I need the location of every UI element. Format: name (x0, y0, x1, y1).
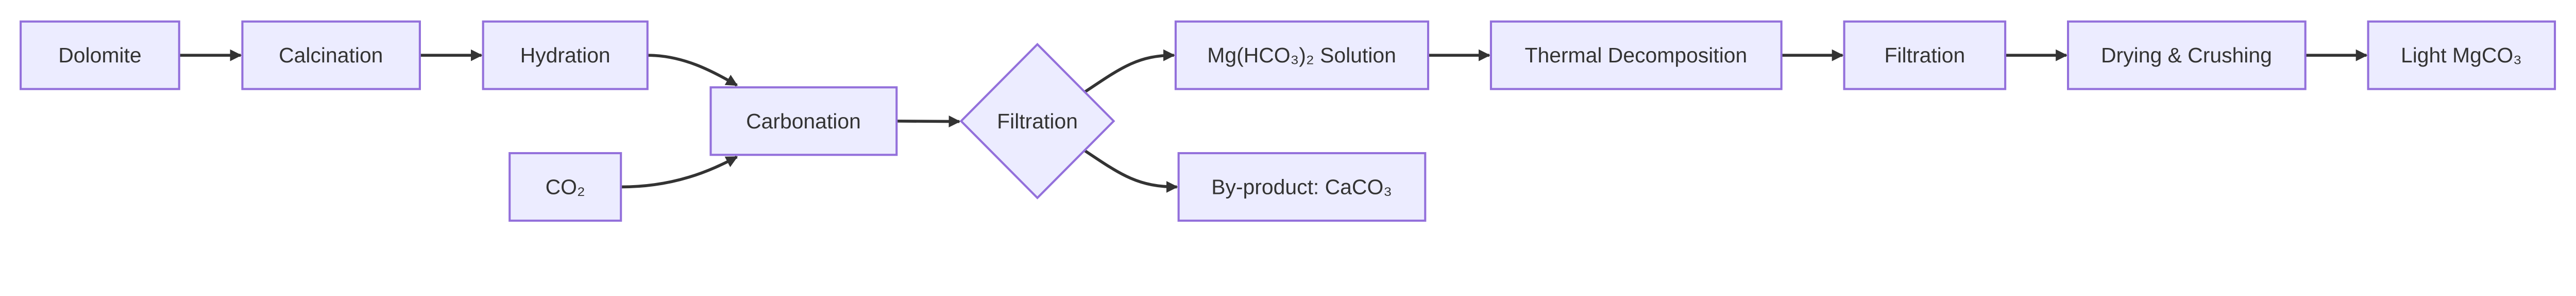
node-mg-solution: Mg(HCO₃)₂ Solution (1174, 20, 1430, 90)
node-drying-crushing: Drying & Crushing (2066, 20, 2307, 90)
node-label: Filtration (1884, 43, 1965, 67)
node-filtration-decision: Filtration (959, 43, 1115, 200)
node-light-mgco3: Light MgCO₃ (2367, 20, 2556, 90)
edge-co2-carbonation (621, 155, 738, 189)
edge-filtration-mg-solution (1083, 49, 1175, 94)
edge-filtration-byproduct (1083, 149, 1178, 193)
node-label: CO₂ (546, 175, 585, 199)
node-label: Carbonation (746, 109, 861, 133)
node-filtration: Filtration (1843, 20, 2007, 90)
node-carbonation: Carbonation (709, 86, 898, 156)
node-label: Light MgCO₃ (2401, 43, 2522, 67)
node-label: Thermal Decomposition (1524, 43, 1747, 67)
node-hydration: Hydration (482, 20, 649, 90)
node-label: By-product: CaCO₃ (1211, 175, 1392, 199)
node-co2: CO₂ (509, 152, 622, 222)
node-label: Drying & Crushing (2101, 43, 2272, 67)
edge-carbonation-filtration (896, 116, 961, 127)
node-calcination: Calcination (241, 20, 421, 90)
edge-hydration-carbonation (647, 54, 738, 87)
node-label: Hydration (520, 43, 611, 67)
node-label: Dolomite (58, 43, 141, 67)
node-thermal-decomposition: Thermal Decomposition (1489, 20, 1783, 90)
node-dolomite: Dolomite (20, 20, 180, 90)
node-byproduct: By-product: CaCO₃ (1177, 152, 1427, 222)
node-label: Calcination (279, 43, 383, 67)
flowchart: Dolomite Calcination Hydration CO₂ Carbo… (20, 20, 2556, 222)
node-label: Filtration (997, 109, 1078, 133)
node-label: Mg(HCO₃)₂ Solution (1207, 43, 1396, 67)
edges (179, 49, 2368, 193)
